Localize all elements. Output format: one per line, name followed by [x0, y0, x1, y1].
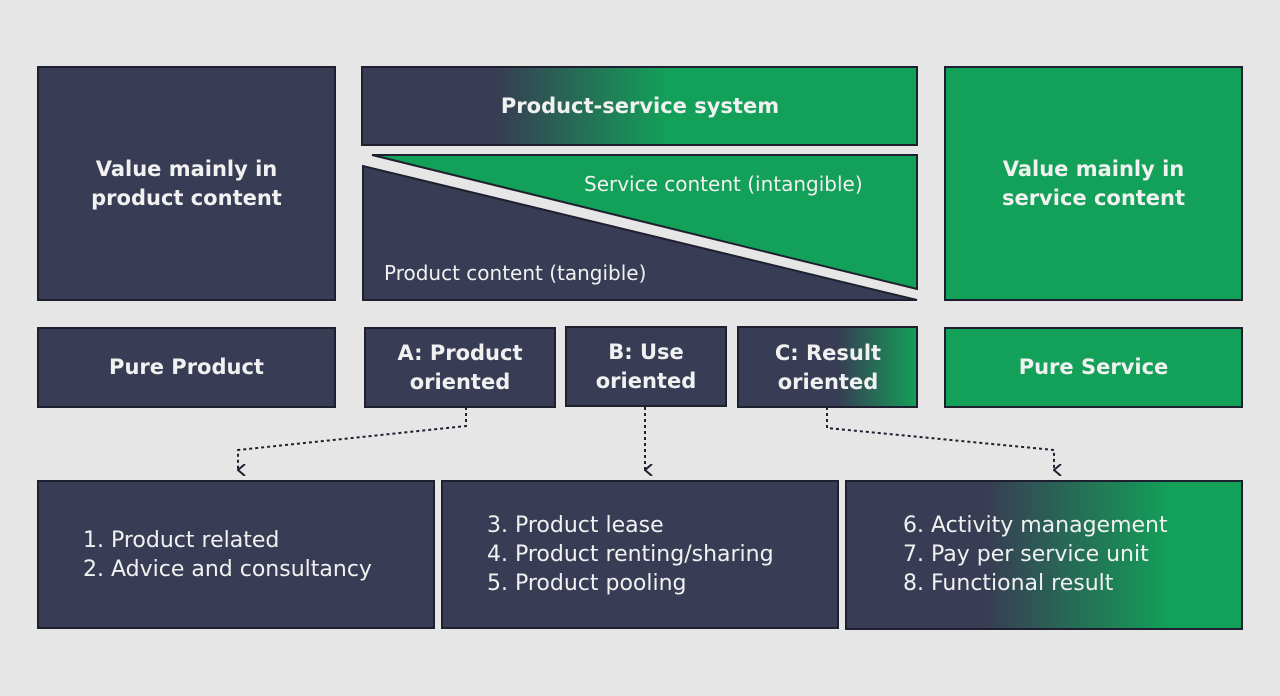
connector-c [826, 407, 1054, 470]
product-content-label: Product content (tangible) [384, 261, 647, 285]
pure-product-label: Pure Product [109, 355, 264, 379]
group-c-list: 6. Activity management 7. Pay per servic… [903, 511, 1168, 598]
list-item: 5. Product pooling [487, 571, 687, 596]
group-a-box: 1. Product related 2. Advice and consult… [37, 480, 435, 629]
list-item: 3. Product lease [487, 513, 664, 538]
c-result-oriented-box: C: Result oriented [738, 327, 918, 408]
list-item: 7. Pay per service unit [903, 542, 1149, 567]
group-a-list: 1. Product related 2. Advice and consult… [83, 526, 372, 584]
product-service-system-header: Product-service system [362, 66, 918, 146]
list-item: 2. Advice and consultancy [83, 556, 372, 582]
service-content-label: Service content (intangible) [584, 172, 863, 196]
list-item: 1. Product related [83, 527, 280, 553]
pure-product-box: Pure Product [37, 327, 336, 408]
header-bar-background [361, 66, 918, 146]
c-result-oriented-label: C: Result oriented [774, 340, 882, 394]
list-item: 8. Functional result [903, 571, 1114, 596]
b-use-oriented-box: B: Use oriented [565, 326, 727, 407]
a-product-oriented-box: A: Product oriented [364, 327, 556, 408]
list-item: 4. Product renting/sharing [487, 542, 774, 567]
list-item: 6. Activity management [903, 513, 1168, 538]
value-service-box: Value mainly in service content [944, 66, 1243, 301]
a-product-oriented-label: A: Product oriented [397, 340, 523, 394]
group-b-list: 3. Product lease 4. Product renting/shar… [487, 511, 774, 598]
group-c-box: 6. Activity management 7. Pay per servic… [846, 480, 1243, 629]
connector-a [237, 407, 467, 470]
value-product-label: Value mainly in product content [91, 156, 282, 210]
c-box-background [737, 326, 918, 408]
service-content-triangle [371, 154, 918, 291]
value-product-box: Value mainly in product content [37, 66, 336, 301]
group-c-background [845, 480, 1243, 630]
group-b-box: 3. Product lease 4. Product renting/shar… [441, 480, 839, 629]
value-service-label: Value mainly in service content [1001, 156, 1186, 210]
b-use-oriented-label: B: Use oriented [595, 339, 697, 393]
product-service-system-label: Product-service system [500, 93, 780, 118]
product-content-triangle [362, 164, 918, 301]
pure-service-box: Pure Service [944, 327, 1243, 408]
pure-service-label: Pure Service [1018, 355, 1169, 379]
